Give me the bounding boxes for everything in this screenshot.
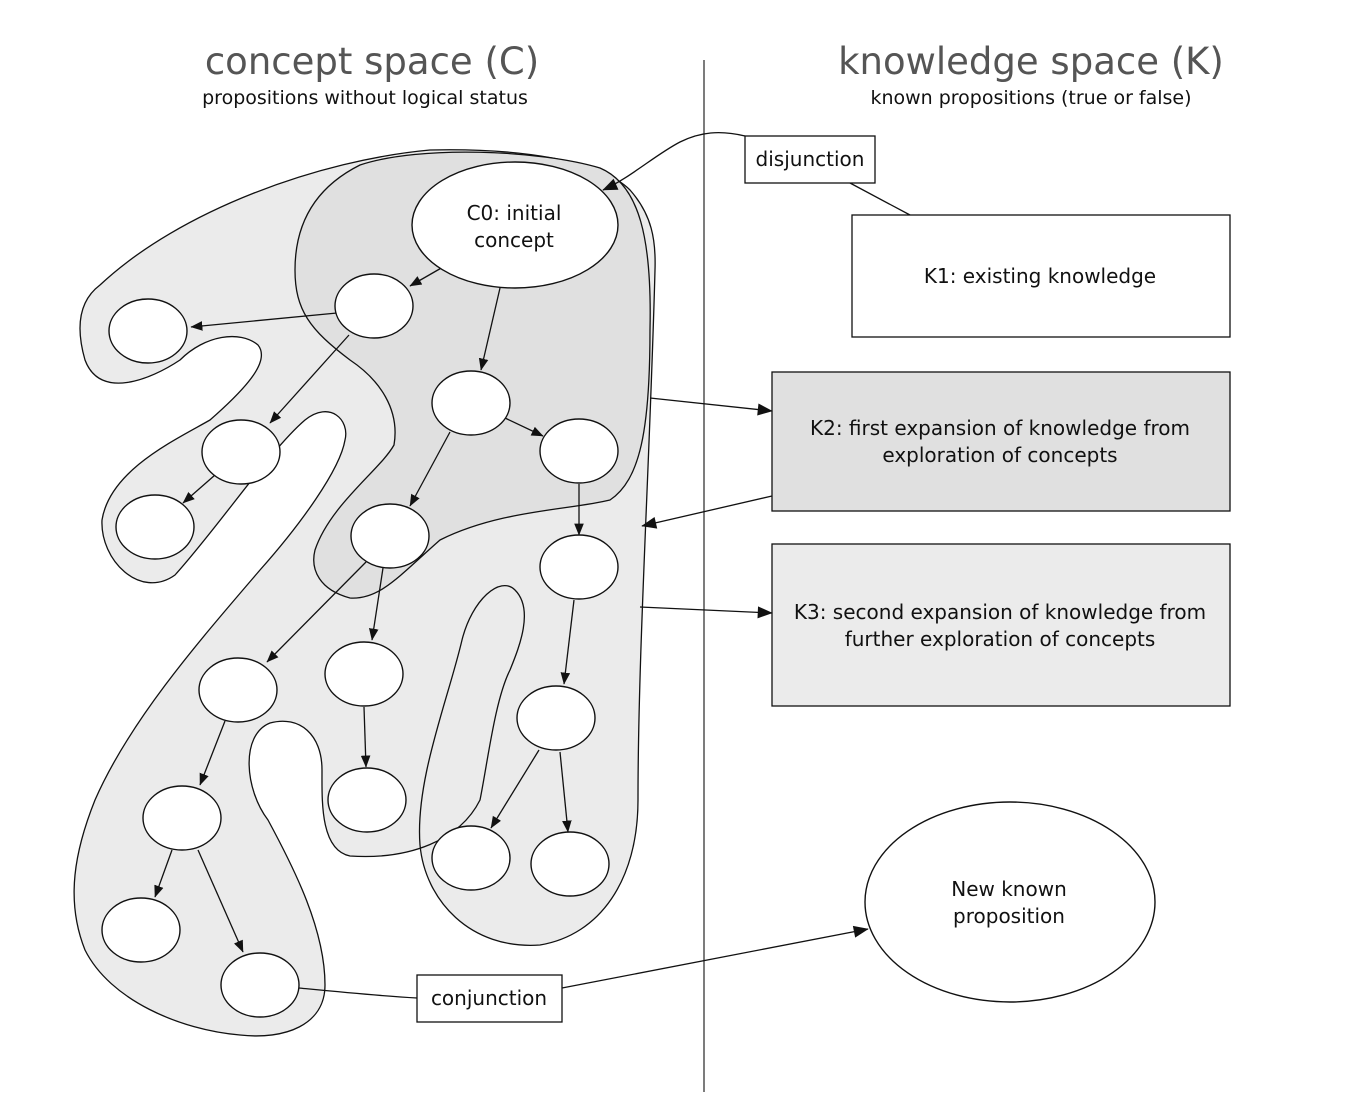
- edge-f-i: [368, 567, 384, 641]
- disjunction-link: [849, 182, 911, 216]
- conjunction-box: [416, 974, 563, 1023]
- edge-l-p: [197, 849, 244, 953]
- concept-node: [539, 418, 619, 484]
- edge-j-m: [490, 749, 540, 829]
- concept-node: [334, 273, 414, 339]
- concept-node-c0: [411, 161, 619, 289]
- disjunction-box: [744, 135, 876, 184]
- k1-box: [851, 214, 1231, 338]
- edge-a-left: [190, 312, 338, 331]
- concept-space-title: concept space (C): [205, 40, 539, 83]
- concept-space-subtitle: propositions without logical status: [202, 87, 528, 109]
- edge-l-o: [154, 849, 173, 898]
- conjunction-arrow: [561, 925, 869, 989]
- arrow-k2-to-concepts: [641, 495, 773, 529]
- edge-b-e: [504, 417, 544, 437]
- edge-g-j: [560, 599, 575, 685]
- edge-c-d: [182, 474, 216, 504]
- k1-label: K1: existing knowledge: [924, 264, 1156, 288]
- concept-node: [431, 825, 511, 891]
- concept-node: [198, 657, 278, 723]
- disjunction-arrow: [602, 132, 746, 191]
- concept-node: [350, 503, 430, 569]
- k3-box: [771, 543, 1231, 707]
- k2-label-line1: K2: first expansion of knowledge from: [810, 416, 1190, 440]
- new-proposition-line2: proposition: [953, 904, 1065, 928]
- conjunction-link: [298, 987, 418, 999]
- concept-node: [108, 298, 188, 364]
- concept-node: [324, 641, 404, 707]
- c0-label-line1: C0: initial: [467, 201, 562, 225]
- disjunction-label: disjunction: [756, 147, 865, 171]
- new-known-proposition: [864, 801, 1156, 1003]
- edge-c0-b: [478, 287, 501, 371]
- edge-h-l: [199, 720, 226, 786]
- k2-label-line2: exploration of concepts: [882, 443, 1117, 467]
- new-proposition-line1: New known: [951, 877, 1067, 901]
- knowledge-space-subtitle: known propositions (true or false): [870, 87, 1191, 109]
- edge-f-h: [266, 561, 367, 663]
- concept-node: [220, 952, 300, 1018]
- c0-label-line2: concept: [474, 228, 554, 252]
- concept-node: [101, 897, 181, 963]
- concept-node: [142, 785, 222, 851]
- concept-node: [530, 831, 610, 897]
- concept-node: [201, 419, 281, 485]
- edge-j-n: [559, 751, 572, 833]
- edge-i-k: [360, 706, 371, 768]
- k2-box: [771, 371, 1231, 512]
- edge-b-f: [409, 431, 451, 507]
- arrow-outer-to-k3: [639, 606, 773, 619]
- concept-node: [539, 534, 619, 600]
- arrow-inner-to-k2: [649, 397, 773, 416]
- edge-a-c: [269, 334, 350, 424]
- concept-node: [516, 685, 596, 751]
- concept-node: [431, 370, 511, 436]
- conjunction-label: conjunction: [431, 986, 547, 1010]
- knowledge-space-title: knowledge space (K): [838, 40, 1224, 83]
- concept-node: [115, 494, 195, 560]
- k3-label-line1: K3: second expansion of knowledge from: [794, 600, 1206, 624]
- k3-label-line2: further exploration of concepts: [845, 627, 1156, 651]
- concept-node: [327, 767, 407, 833]
